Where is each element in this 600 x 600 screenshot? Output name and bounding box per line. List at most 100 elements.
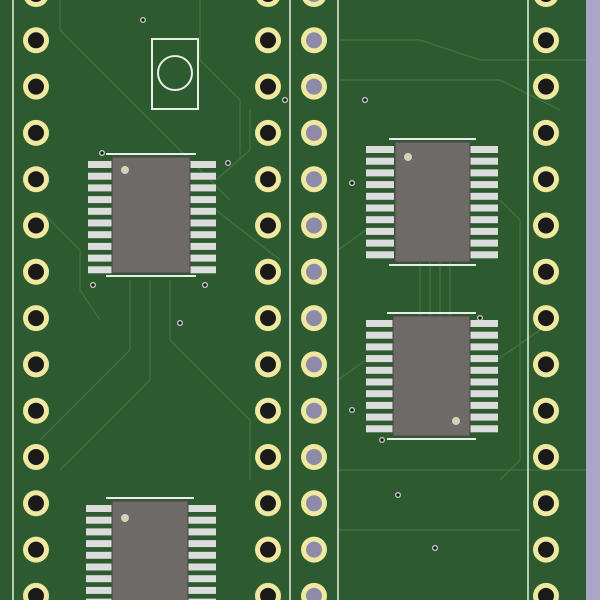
ic-pin	[470, 192, 498, 200]
drill-hole	[28, 587, 44, 600]
drill-hole	[260, 32, 276, 49]
drill-hole	[260, 263, 276, 280]
copper-trace	[169, 280, 251, 480]
via-hole	[350, 181, 354, 185]
drill-hole	[28, 124, 44, 141]
pin1-marker	[121, 166, 129, 174]
ic-pin	[366, 413, 394, 421]
ic-pin	[86, 586, 114, 594]
via-hole	[141, 18, 145, 22]
pin1-marker	[452, 417, 460, 425]
drill-hole	[28, 356, 44, 373]
ic-pin	[188, 540, 216, 548]
ic-pin	[366, 366, 394, 374]
ic-pin	[190, 254, 216, 262]
drill-hole	[306, 78, 322, 95]
through-hole-pad	[24, 0, 48, 7]
ic-pin	[366, 146, 394, 153]
copper-trace	[340, 79, 561, 111]
drill-hole	[538, 402, 554, 419]
ic-pin	[470, 146, 498, 153]
ic-pin	[366, 320, 394, 327]
pin1-marker	[121, 514, 129, 522]
via-hole	[350, 408, 354, 412]
ic-pin	[88, 266, 114, 274]
ic-pin	[366, 378, 394, 386]
ic-pin	[366, 192, 394, 200]
ic-pin	[470, 204, 498, 212]
ic-pin	[188, 505, 216, 512]
copper-trace	[59, 280, 151, 471]
ic-pin	[88, 242, 114, 250]
ic-pin	[366, 425, 394, 433]
drill-hole	[306, 217, 322, 234]
ic-pin	[470, 181, 498, 189]
ic-pin	[366, 157, 394, 165]
ic-pin	[366, 401, 394, 409]
via-hole	[283, 98, 287, 102]
ic-pin	[366, 204, 394, 212]
ic-pin	[470, 390, 498, 398]
ic-pin	[366, 227, 394, 235]
drill-hole	[538, 171, 554, 188]
ic-pin	[190, 266, 216, 274]
drill-hole	[538, 541, 554, 558]
via-hole	[396, 493, 400, 497]
ic-pin	[366, 239, 394, 247]
ic-u3-body	[392, 315, 471, 437]
ic-pin	[86, 528, 114, 536]
via-hole	[380, 438, 384, 442]
ic-pin	[86, 598, 114, 600]
ic-pin	[366, 355, 394, 363]
ic-pin	[190, 207, 216, 215]
drill-hole	[306, 310, 322, 327]
drill-hole	[538, 217, 554, 234]
ic-pin	[188, 551, 216, 559]
drill-hole	[260, 78, 276, 95]
ic-pin	[366, 169, 394, 177]
ic-pin	[88, 219, 114, 227]
ic-pin	[190, 161, 216, 168]
ic-pin	[470, 331, 498, 339]
ic-pin	[88, 196, 114, 204]
through-hole-pad	[256, 0, 280, 7]
via-hole	[478, 316, 482, 320]
ic-pin	[366, 251, 394, 259]
ic-pin	[366, 390, 394, 398]
drill-hole	[28, 78, 44, 95]
drill-hole	[28, 263, 44, 280]
ic-pin	[470, 227, 498, 235]
ic-pin	[86, 540, 114, 548]
ic-pin	[470, 378, 498, 386]
ic-pin	[88, 184, 114, 192]
ic-u2-body	[394, 141, 471, 263]
via-hole	[178, 321, 182, 325]
ic-pin	[188, 586, 216, 594]
ic-pin	[188, 575, 216, 583]
ic-pin	[190, 172, 216, 180]
drill-hole	[28, 310, 44, 327]
ic-pin	[366, 343, 394, 351]
drill-hole	[306, 124, 322, 141]
ic-pin	[366, 331, 394, 339]
copper-trace	[215, 110, 251, 181]
drill-hole	[28, 495, 44, 512]
ic-pin	[470, 251, 498, 259]
ic-pin	[88, 207, 114, 215]
copper-trace	[337, 359, 367, 381]
copper-trace	[39, 209, 101, 321]
drill-hole	[538, 587, 554, 600]
drill-hole	[260, 587, 276, 600]
ic-pin	[366, 216, 394, 224]
copper-trace	[340, 39, 586, 61]
drill-hole	[538, 495, 554, 512]
ic-pin	[470, 425, 498, 433]
ic-pin	[470, 401, 498, 409]
drill-hole	[260, 217, 276, 234]
drill-hole	[306, 541, 322, 558]
drill-hole	[306, 356, 322, 373]
copper-trace	[496, 329, 541, 361]
through-hole-pad	[302, 0, 326, 7]
ic-pin	[188, 598, 216, 600]
drill-hole	[260, 171, 276, 188]
